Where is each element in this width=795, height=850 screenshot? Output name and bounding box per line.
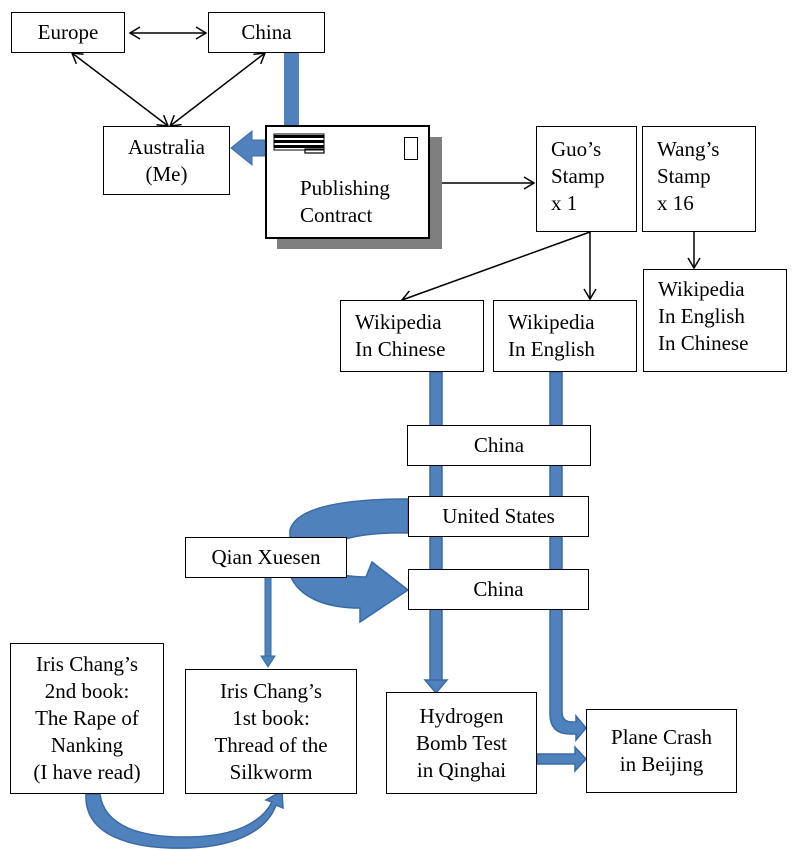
arrow-europe-australia: [70, 52, 170, 127]
node-wang-stamp-label: Wang’s Stamp x 16: [657, 137, 720, 215]
curved-arrow-book2-to-book1: [85, 789, 284, 849]
node-united-states: United States: [408, 496, 589, 537]
node-qian-xuesen-label: Qian Xuesen: [211, 545, 321, 569]
node-china-low-label: China: [473, 577, 524, 601]
blue-arrow-qian-book1: [264, 576, 272, 658]
node-plane-crash: Plane Crash in Beijing: [586, 709, 737, 793]
node-wiki-both: Wikipedia In English In Chinese: [643, 269, 787, 372]
node-hbomb-label: Hydrogen Bomb Test in Qinghai: [416, 703, 507, 782]
node-china-top-label: China: [241, 20, 292, 44]
node-china-mid-label: China: [473, 433, 525, 457]
node-wiki-chinese-label: Wikipedia In Chinese: [355, 310, 446, 361]
node-guo-stamp-label: Guo’s Stamp x 1: [551, 137, 605, 215]
node-book1-label: Iris Chang’s 1st book: Thread of the Sil…: [214, 678, 328, 784]
node-europe: Europe: [11, 12, 125, 53]
node-wiki-english: Wikipedia In English: [493, 300, 637, 372]
node-australia: Australia (Me): [103, 126, 230, 195]
node-wiki-english-label: Wikipedia In English: [508, 310, 595, 361]
blue-bar-china-contract: [284, 52, 299, 132]
node-wiki-both-label: Wikipedia In English In Chinese: [658, 277, 749, 355]
node-united-states-label: United States: [442, 504, 555, 528]
arrow-china-australia: [168, 52, 267, 127]
node-publishing-contract-label: Publishing Contract: [300, 176, 390, 227]
node-wiki-chinese: Wikipedia In Chinese: [340, 300, 484, 372]
envelope-address-icon: [273, 133, 325, 154]
stamp-icon: [404, 137, 418, 160]
node-guo-stamp: Guo’s Stamp x 1: [536, 126, 637, 232]
node-europe-label: Europe: [37, 20, 99, 44]
blue-arrow-qian-book1-head: [260, 655, 276, 668]
blue-arrow-to-australia: [230, 129, 267, 167]
node-book2-label: Iris Chang’s 2nd book: The Rape of Nanki…: [33, 652, 141, 784]
node-book2: Iris Chang’s 2nd book: The Rape of Nanki…: [10, 643, 164, 794]
blue-pipe-left-head: [423, 679, 449, 695]
node-wang-stamp: Wang’s Stamp x 16: [642, 126, 756, 232]
node-hbomb: Hydrogen Bomb Test in Qinghai: [386, 692, 537, 794]
node-publishing-contract: Publishing Contract: [265, 125, 430, 239]
node-china-mid: China: [407, 425, 591, 466]
arrow-guo-wiki-chinese: [400, 231, 591, 303]
node-qian-xuesen: Qian Xuesen: [185, 537, 347, 578]
blue-arrow-hbomb-crash: [536, 745, 588, 773]
node-book1: Iris Chang’s 1st book: Thread of the Sil…: [185, 669, 357, 794]
node-plane-crash-label: Plane Crash in Beijing: [611, 725, 712, 776]
node-china-top: China: [208, 12, 325, 53]
node-china-low: China: [408, 569, 589, 610]
node-australia-label: Australia (Me): [128, 134, 205, 186]
